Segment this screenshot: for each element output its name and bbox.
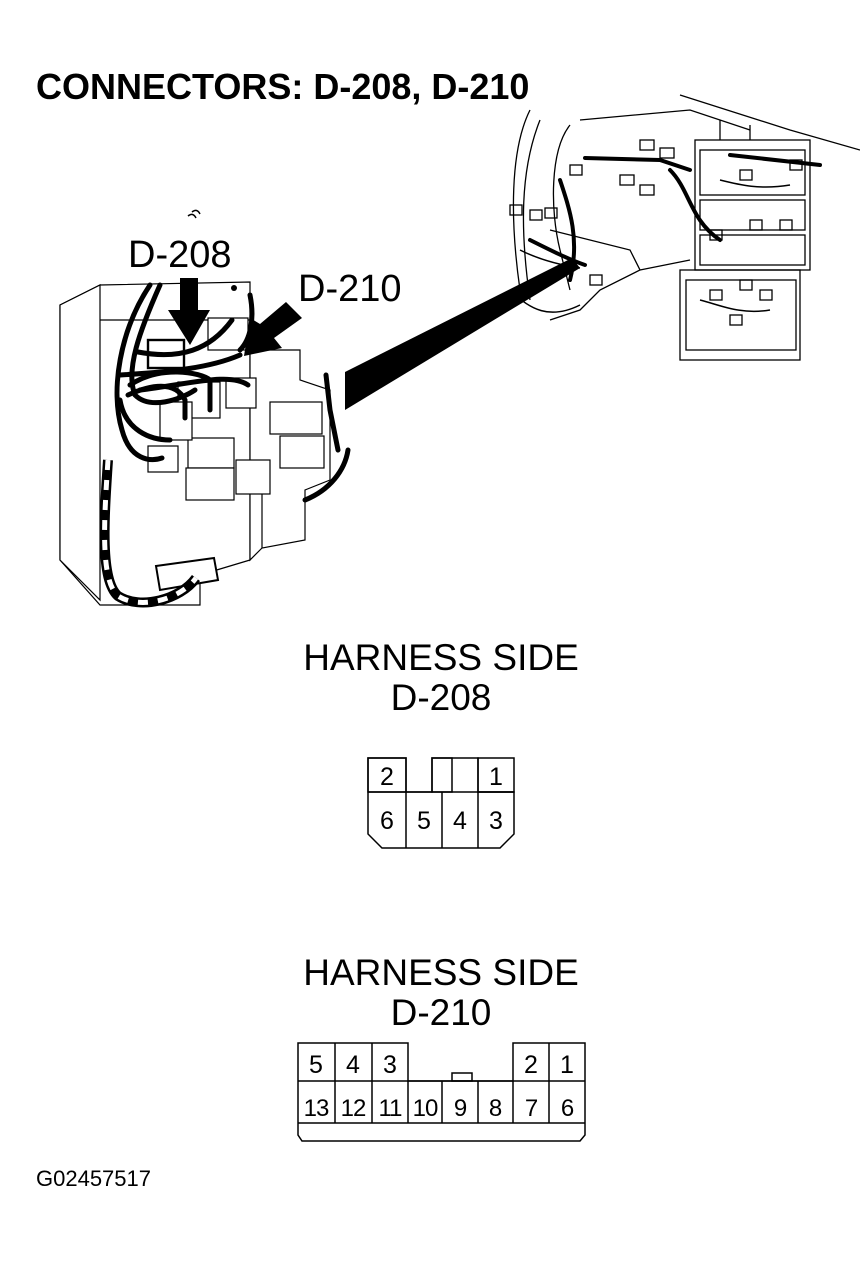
relay-block-illustration <box>59 209 580 608</box>
d208-arrow <box>168 278 210 345</box>
d210-pin-6: 6 <box>561 1095 574 1122</box>
d208-pin-1: 1 <box>489 763 503 791</box>
d210-pin-10: 10 <box>413 1095 438 1122</box>
d208-callout-label: D-208 <box>128 234 232 276</box>
connector-name-label: D-210 <box>390 992 492 1033</box>
d210-arrow <box>244 302 302 356</box>
d210-pin-12: 12 <box>341 1095 366 1122</box>
d208-pin-3: 3 <box>489 807 503 835</box>
d208-pin-2: 2 <box>380 763 394 791</box>
d210-pin-8: 8 <box>489 1095 502 1122</box>
page-title: CONNECTORS: D-208, D-210 <box>36 66 530 107</box>
d210-pin-9: 9 <box>454 1095 467 1122</box>
d210-pin-2: 2 <box>524 1051 538 1079</box>
d210-pin-13: 13 <box>304 1095 329 1122</box>
d210-pin-7: 7 <box>525 1095 538 1122</box>
d210-pin-3: 3 <box>383 1051 397 1079</box>
d210-pin-11: 11 <box>379 1095 403 1122</box>
d208-pin-4: 4 <box>453 807 467 835</box>
d210-callout-label: D-210 <box>298 268 402 310</box>
d210-harness-heading: HARNESS SIDE D-210 <box>241 953 641 1033</box>
d210-connector-face: 5 4 3 2 1 13 12 11 10 9 8 7 6 <box>297 1042 586 1142</box>
dashboard-location-illustration <box>509 94 860 361</box>
d208-harness-heading: HARNESS SIDE D-208 <box>241 638 641 718</box>
d210-pin-1: 1 <box>560 1051 574 1079</box>
harness-side-label: HARNESS SIDE <box>303 952 579 993</box>
d210-pin-4: 4 <box>346 1051 360 1079</box>
figure-code: G02457517 <box>36 1166 151 1191</box>
d208-pin-6: 6 <box>380 807 394 835</box>
harness-side-label: HARNESS SIDE <box>303 637 579 678</box>
d208-pin-5: 5 <box>417 807 431 835</box>
d208-connector-face: 2 1 6 5 4 3 <box>367 757 515 849</box>
connector-name-label: D-208 <box>390 677 492 718</box>
d210-pin-5: 5 <box>309 1051 323 1079</box>
